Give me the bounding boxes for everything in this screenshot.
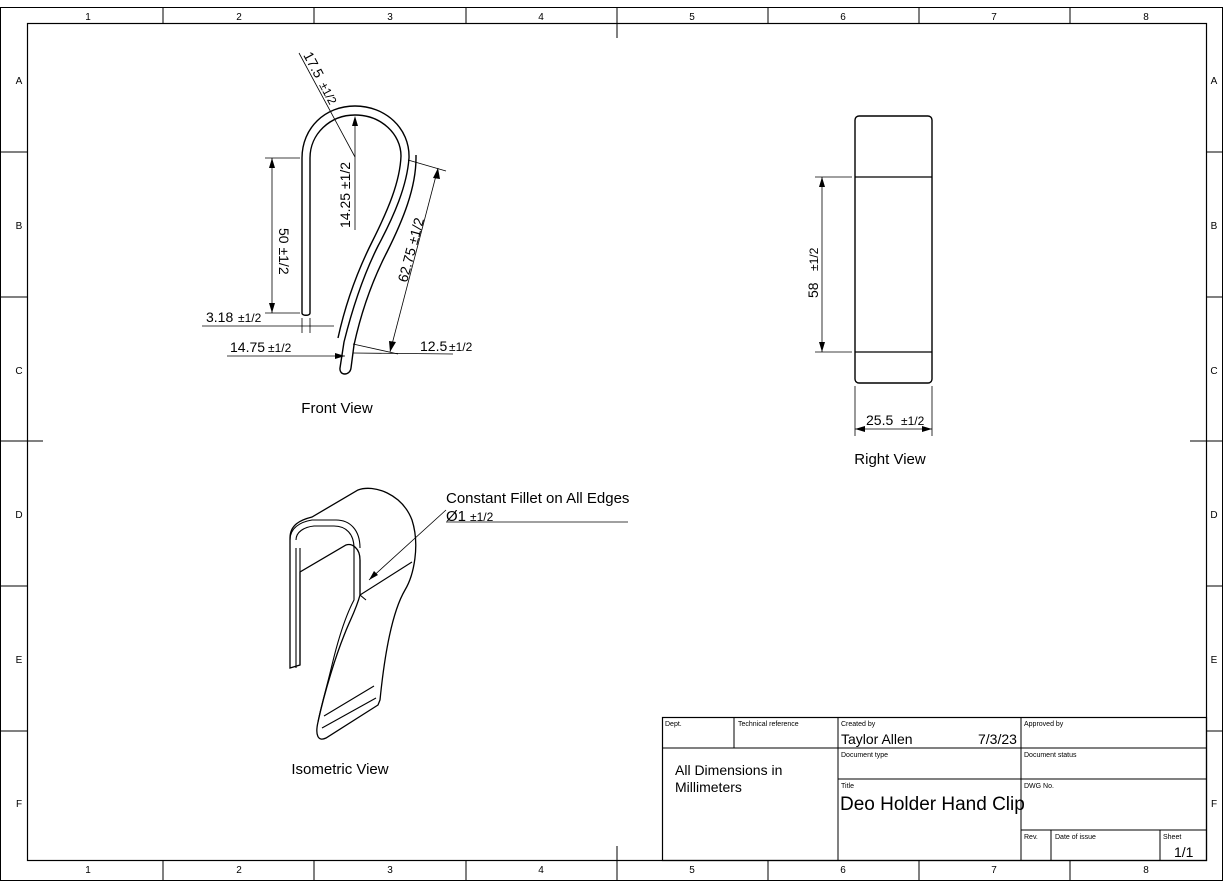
isometric-view: Constant Fillet on All Edges Ø1 ±1/2 Iso… bbox=[289, 487, 629, 778]
col-label-bottom: 4 bbox=[538, 865, 544, 876]
col-label-bottom: 8 bbox=[1143, 865, 1149, 876]
col-label-top: 1 bbox=[85, 12, 91, 23]
units-note-line2: Millimeters bbox=[675, 779, 742, 795]
col-label-bottom: 6 bbox=[840, 865, 846, 876]
right-view-label: Right View bbox=[854, 451, 926, 468]
row-label-right: B bbox=[1211, 221, 1218, 232]
dim-height-front: 50 ±1/2 bbox=[276, 228, 292, 275]
row-label-left: D bbox=[15, 510, 22, 521]
note-fillet: Constant Fillet on All Edges bbox=[446, 490, 629, 507]
tech-ref-label: Technical reference bbox=[738, 721, 799, 728]
dim-width-right-value: 25.5 bbox=[866, 412, 893, 428]
col-label-bottom: 3 bbox=[387, 865, 393, 876]
sheet-number: 1/1 bbox=[1174, 844, 1194, 860]
created-by-name: Taylor Allen bbox=[841, 731, 913, 747]
sheet-label: Sheet bbox=[1163, 834, 1181, 841]
units-note-line1: All Dimensions in bbox=[675, 762, 782, 778]
front-view-label: Front View bbox=[301, 400, 373, 417]
title-block: Dept. Technical reference Created by Tay… bbox=[661, 716, 1208, 862]
dim-base-width-value: 14.75 bbox=[230, 339, 265, 355]
dept-label: Dept. bbox=[665, 721, 682, 728]
row-label-left: E bbox=[16, 655, 23, 666]
rev-label: Rev. bbox=[1024, 834, 1038, 841]
drawing-title: Deo Holder Hand Clip bbox=[840, 794, 1025, 815]
col-label-bottom: 7 bbox=[991, 865, 997, 876]
col-label-top: 7 bbox=[991, 12, 997, 23]
isometric-view-outline bbox=[289, 487, 417, 740]
dim-radius-value: 17.5 bbox=[300, 49, 327, 81]
row-label-right: C bbox=[1210, 366, 1217, 377]
col-label-bottom: 5 bbox=[689, 865, 695, 876]
inner-frame bbox=[26, 22, 1208, 862]
title-label: Title bbox=[841, 783, 854, 790]
dim-height-right-value: 58 bbox=[805, 282, 821, 298]
col-label-top: 5 bbox=[689, 12, 695, 23]
column-ticks bbox=[162, 7, 1071, 880]
dim-tip-width-tol: ±1/2 bbox=[449, 340, 473, 354]
doc-status-label: Document status bbox=[1024, 752, 1077, 759]
front-view-outline bbox=[301, 105, 417, 375]
isometric-view-label: Isometric View bbox=[291, 761, 388, 778]
col-label-bottom: 2 bbox=[236, 865, 242, 876]
dim-inner-height: 14.25 ±1/2 bbox=[337, 162, 353, 228]
right-view: 58 ±1/2 25.5 ±1/2 Right View bbox=[805, 115, 933, 468]
note-fillet-tol: ±1/2 bbox=[470, 510, 494, 524]
col-label-top: 4 bbox=[538, 12, 544, 23]
created-date: 7/3/23 bbox=[978, 731, 1017, 747]
dim-radius-tol: ±1/2 bbox=[316, 80, 339, 107]
row-label-left: B bbox=[16, 221, 23, 232]
right-view-outline bbox=[854, 115, 933, 384]
dim-height-right-tol: ±1/2 bbox=[807, 247, 821, 271]
row-label-right: F bbox=[1211, 799, 1217, 810]
dim-base-width-tol: ±1/2 bbox=[268, 341, 292, 355]
row-label-left: A bbox=[16, 76, 23, 87]
outer-frame bbox=[0, 7, 1223, 881]
col-label-top: 6 bbox=[840, 12, 846, 23]
col-label-top: 3 bbox=[387, 12, 393, 23]
approved-by-label: Approved by bbox=[1024, 721, 1064, 728]
created-by-label: Created by bbox=[841, 721, 876, 728]
row-label-right: E bbox=[1211, 655, 1218, 666]
note-fillet-value: Ø1 bbox=[446, 508, 466, 525]
dim-thickness-value: 3.18 bbox=[206, 309, 233, 325]
row-label-right: D bbox=[1210, 510, 1217, 521]
row-label-right: A bbox=[1211, 76, 1218, 87]
row-label-left: F bbox=[16, 799, 22, 810]
col-label-top: 8 bbox=[1143, 12, 1149, 23]
dim-tip-width-value: 12.5 bbox=[420, 338, 447, 354]
row-ticks bbox=[0, 151, 1222, 732]
row-label-left: C bbox=[15, 366, 22, 377]
date-of-issue-label: Date of issue bbox=[1055, 834, 1096, 841]
dwg-no-label: DWG No. bbox=[1024, 783, 1054, 790]
doc-type-label: Document type bbox=[841, 752, 888, 759]
col-label-top: 2 bbox=[236, 12, 242, 23]
front-view: 17.5 ±1/2 14.25 ±1/2 62.75 ±1/2 50 ±1/2 … bbox=[202, 49, 473, 417]
dim-thickness-tol: ±1/2 bbox=[238, 311, 262, 325]
col-label-bottom: 1 bbox=[85, 865, 91, 876]
dim-width-right-tol: ±1/2 bbox=[901, 414, 925, 428]
